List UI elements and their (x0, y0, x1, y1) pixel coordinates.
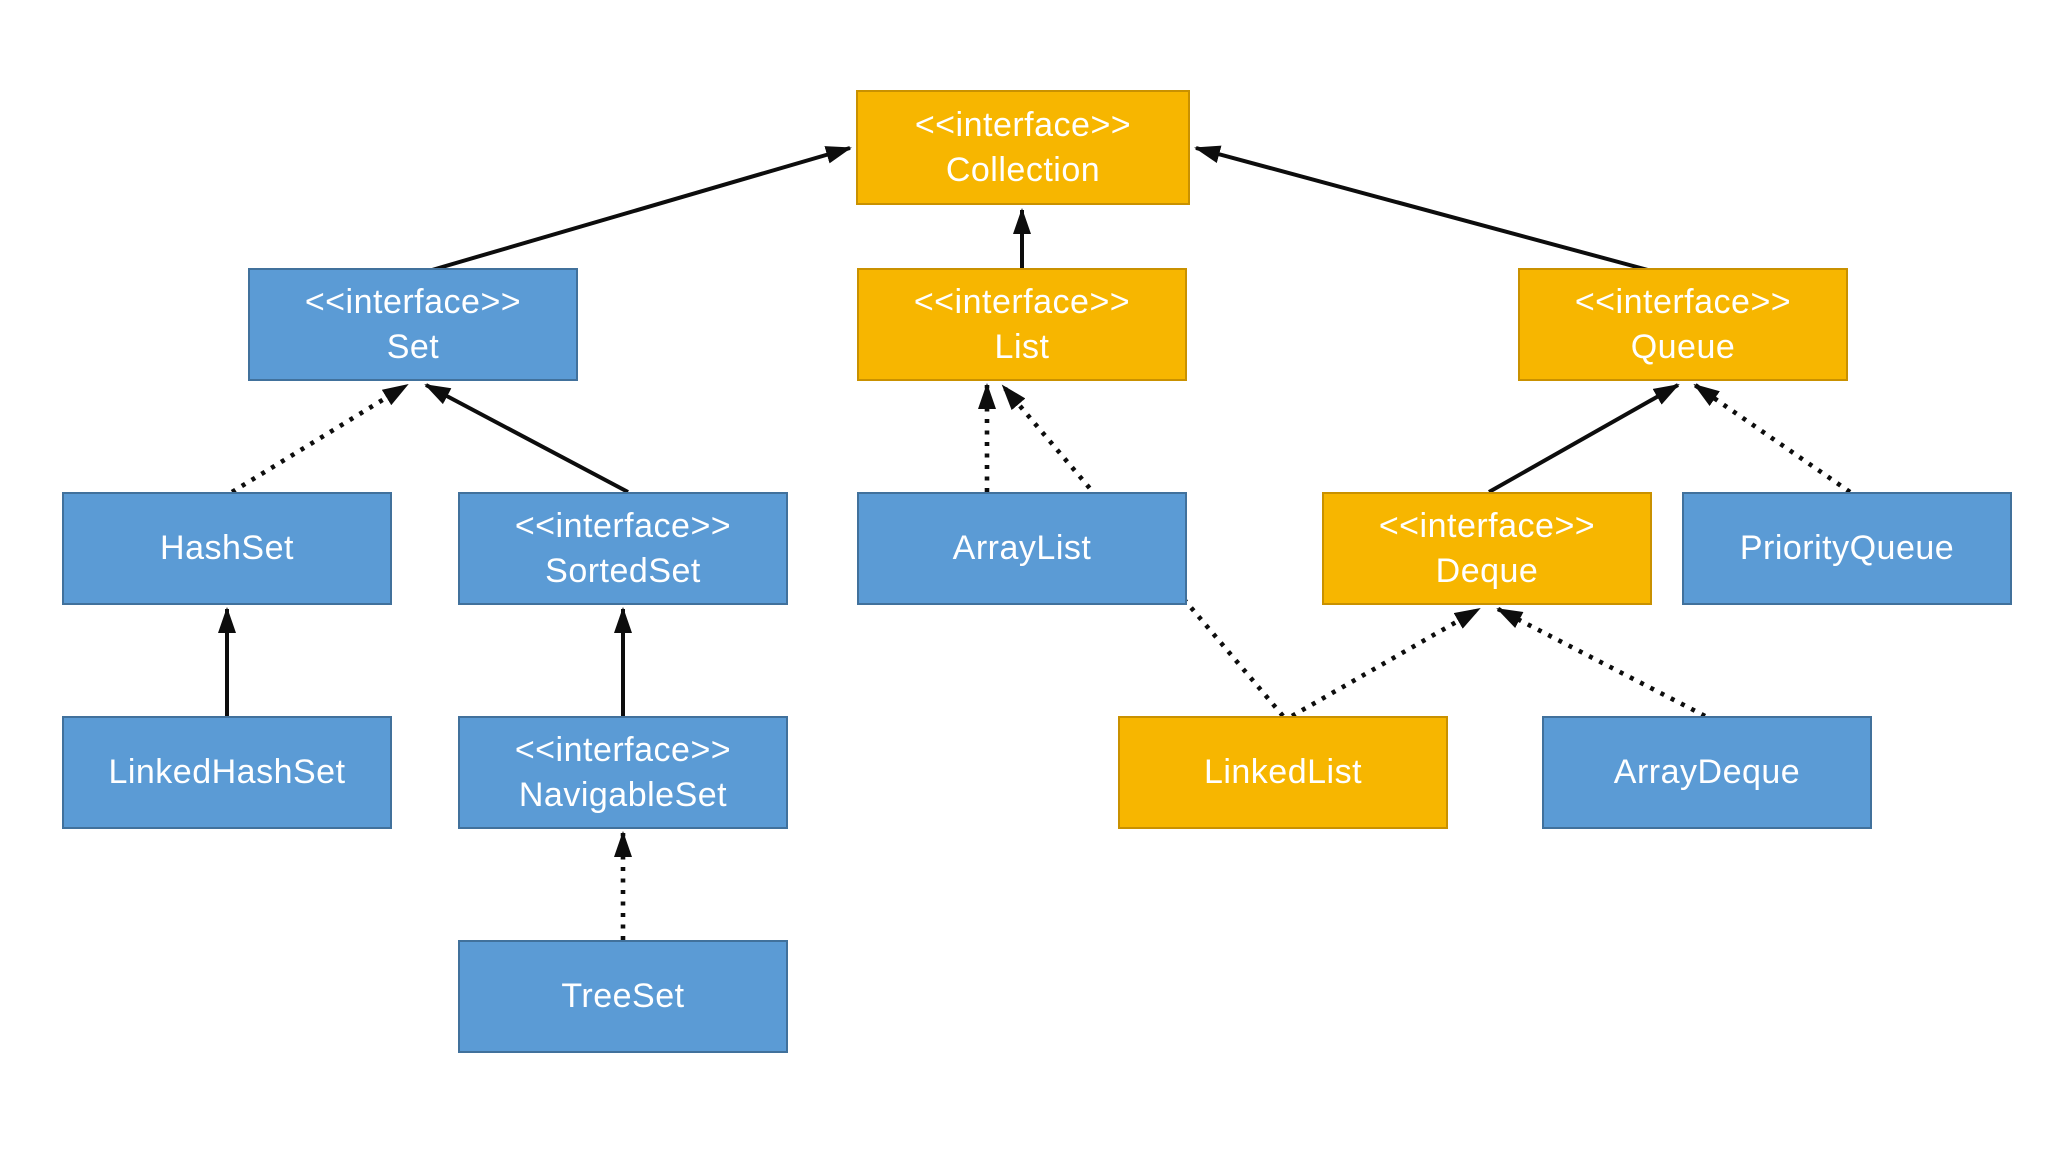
collection-label: Collection (945, 150, 1101, 189)
node-queue-interface: <<interface>> Queue (1518, 268, 1848, 381)
node-sortedset-interface: <<interface>> SortedSet (458, 492, 788, 605)
treeset-label: TreeSet (561, 977, 685, 1015)
edge-linkedlist-list (1001, 384, 1285, 718)
arraydeque-label: ArrayDeque (1613, 753, 1801, 791)
node-hashset-class: HashSet (62, 492, 392, 605)
edge-queue-collection (1194, 145, 1649, 272)
node-list-interface: <<interface>> List (857, 268, 1187, 381)
node-navigableset-interface: <<interface>> NavigableSet (458, 716, 788, 829)
queue-label: Queue (1630, 327, 1736, 366)
node-set-interface: <<interface>> Set (248, 268, 578, 381)
arraylist-label: ArrayList (952, 529, 1092, 567)
edge-hashset-set (230, 383, 409, 494)
navigableset-label: NavigableSet (518, 775, 728, 814)
edge-arraydeque-deque (1496, 606, 1707, 719)
queue-stereotype: <<interface>> (1574, 282, 1792, 321)
linkedlist-label: LinkedList (1203, 753, 1363, 791)
node-linkedhashset-class: LinkedHashSet (62, 716, 392, 829)
list-label: List (994, 327, 1050, 366)
deque-label: Deque (1435, 551, 1539, 590)
node-collection-interface: <<interface>> Collection (856, 90, 1190, 205)
hashset-label: HashSet (160, 529, 294, 567)
edge-sortedset-set (424, 383, 629, 494)
sortedset-stereotype: <<interface>> (514, 506, 732, 545)
deque-stereotype: <<interface>> (1378, 506, 1596, 545)
node-priorityqueue-class: PriorityQueue (1682, 492, 2012, 605)
node-treeset-class: TreeSet (458, 940, 788, 1053)
edge-priorityqueue-queue (1693, 383, 1852, 494)
set-stereotype: <<interface>> (304, 282, 522, 321)
edge-set-collection (431, 146, 852, 272)
priorityqueue-label: PriorityQueue (1739, 529, 1955, 567)
collection-stereotype: <<interface>> (914, 105, 1132, 144)
linkedhashset-label: LinkedHashSet (108, 753, 346, 791)
node-deque-interface: <<interface>> Deque (1322, 492, 1652, 605)
sortedset-label: SortedSet (545, 551, 701, 590)
edge-deque-queue (1488, 383, 1680, 494)
node-linkedlist-class: LinkedList (1118, 716, 1448, 829)
node-arraydeque-class: ArrayDeque (1542, 716, 1872, 829)
list-stereotype: <<interface>> (913, 282, 1131, 321)
navigableset-stereotype: <<interface>> (514, 730, 732, 769)
edge-linkedlist-deque (1290, 607, 1481, 718)
node-arraylist-class: ArrayList (857, 492, 1187, 605)
set-label: Set (386, 327, 440, 366)
